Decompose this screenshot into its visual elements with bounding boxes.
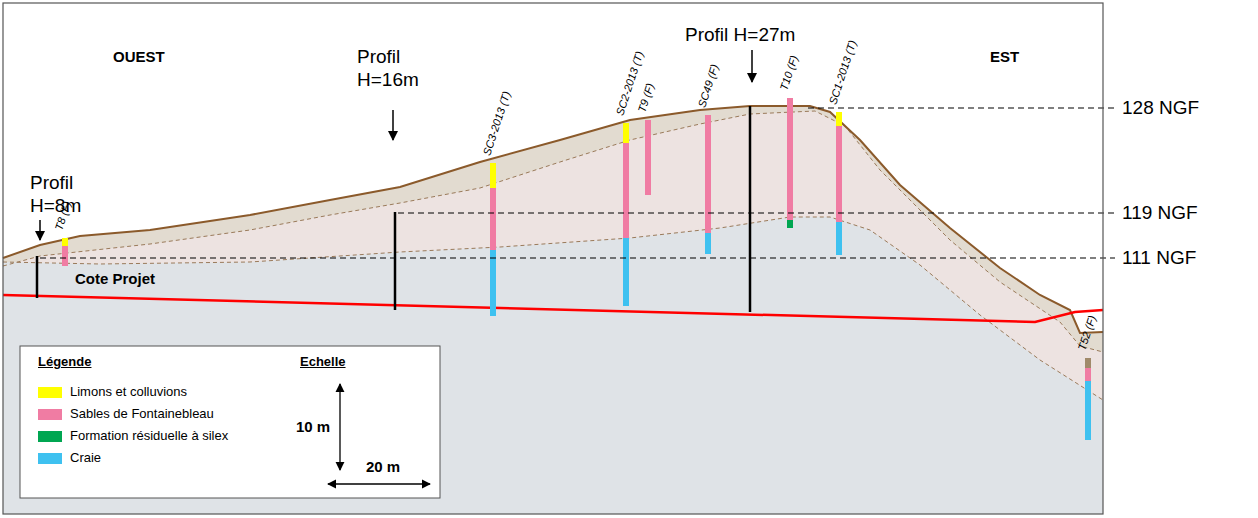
borehole-segment (645, 120, 651, 195)
chalk-layer (3, 217, 1103, 514)
borehole-segment (705, 233, 711, 254)
borehole-segment (623, 143, 629, 238)
side-label: OUEST (113, 48, 165, 66)
borehole-label: T52 (F) (1075, 314, 1099, 352)
project-level (3, 295, 1103, 322)
borehole-segment (62, 246, 68, 266)
borehole-segment (490, 188, 496, 250)
level-lines (40, 108, 1115, 258)
borehole-label: SC49 (F) (695, 63, 721, 110)
frame (3, 3, 1103, 514)
borehole-segment (705, 115, 711, 233)
profile-label: Profil H=27m (685, 24, 795, 47)
legend-swatch (38, 453, 62, 464)
borehole-segment (623, 123, 629, 143)
borehole-segment (1085, 368, 1091, 381)
profile-label: Profil H=16m (357, 46, 429, 92)
legend-text: Craie (70, 450, 101, 466)
borehole-segment (623, 238, 629, 306)
legend-title: Légende (38, 354, 91, 370)
side-label: EST (990, 48, 1019, 66)
borehole-label: T9 (F) (635, 82, 657, 115)
borehole-label: T10 (F) (777, 54, 801, 92)
legend-swatch (38, 409, 62, 420)
borehole-segment (836, 126, 842, 222)
legend-swatch (38, 387, 62, 398)
project-level-label: Cote Projet (75, 270, 155, 288)
borehole-segment (836, 222, 842, 255)
borehole-segment (787, 98, 793, 220)
legend-text: Formation résiduelle à silex (70, 428, 228, 444)
legend-swatch (38, 431, 62, 442)
borehole-segment (490, 250, 496, 316)
scale-title: Echelle (300, 354, 346, 370)
borehole-segment (490, 163, 496, 188)
legend-text: Sables de Fontainebleau (70, 406, 214, 422)
scale-value: 20 m (366, 458, 400, 476)
legend-box (20, 346, 440, 498)
scale-arrows (328, 384, 430, 484)
level-label: 119 NGF (1122, 202, 1198, 225)
borehole-segment (787, 220, 793, 228)
ground-surface (3, 106, 1103, 333)
legend-text: Limons et colluvions (70, 384, 187, 400)
borehole-label: SC3-2013 (T) (480, 90, 513, 157)
level-label: 111 NGF (1122, 247, 1196, 270)
borehole-segment (836, 112, 842, 126)
borehole-segment (62, 238, 68, 246)
silt-base (3, 111, 1103, 352)
sand-layer (3, 106, 1103, 514)
level-label: 128 NGF (1122, 97, 1199, 120)
borehole-segment (1085, 358, 1091, 368)
borehole-segment (1085, 381, 1091, 440)
borehole-label: SC1-2013 (T) (826, 39, 859, 106)
profile-lines (37, 106, 750, 312)
scale-value: 10 m (296, 418, 330, 436)
